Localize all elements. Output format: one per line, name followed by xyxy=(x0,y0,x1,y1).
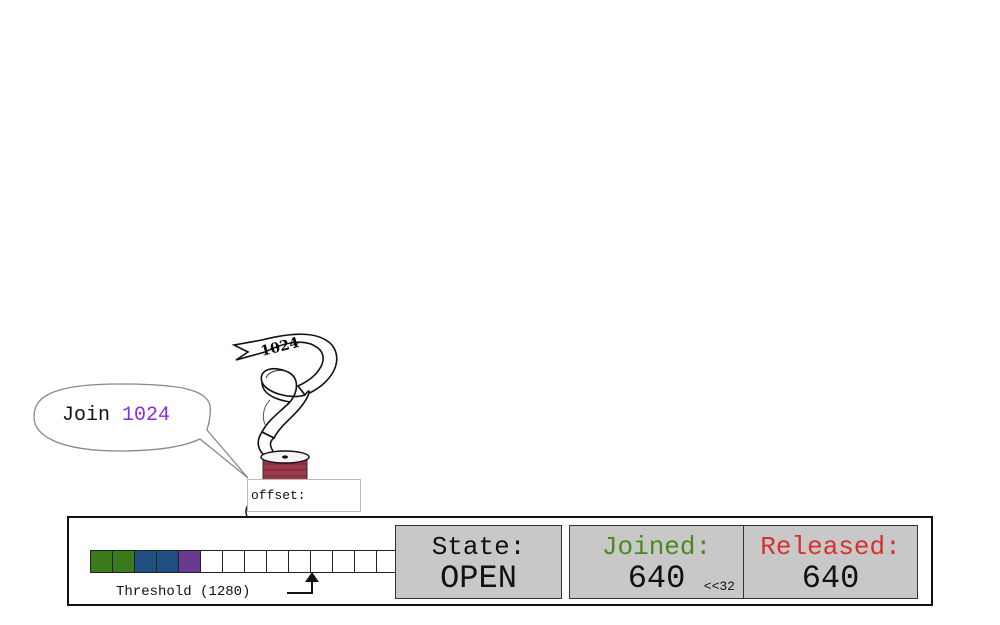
released-value: 640 xyxy=(801,560,860,597)
offset-label: offset: xyxy=(247,479,361,512)
state-box: State: OPEN xyxy=(395,525,562,599)
buffer-cells xyxy=(90,550,421,573)
speech-bubble-shape xyxy=(33,383,249,479)
joined-label: Joined: xyxy=(601,532,712,562)
buffer-cell xyxy=(134,550,157,573)
ribbon-number: 1024 xyxy=(259,335,301,360)
shift-note: <<32 xyxy=(703,579,735,594)
buffer-cell xyxy=(200,550,223,573)
buffer-cell xyxy=(266,550,289,573)
threshold-label: Threshold (1280) xyxy=(116,584,251,600)
join-amount: 1024 xyxy=(122,404,171,427)
buffer-cell xyxy=(332,550,355,573)
buffer-cell xyxy=(178,550,201,573)
join-label: Join xyxy=(62,404,111,427)
state-value: OPEN xyxy=(440,560,517,597)
buffer-cell xyxy=(288,550,311,573)
buffer-cell xyxy=(354,550,377,573)
status-panel: Threshold (1280) State: OPEN Joined: 640… xyxy=(67,516,933,606)
released-label: Released: xyxy=(760,532,901,562)
buffer-cell xyxy=(222,550,245,573)
buffer-cell xyxy=(310,550,333,573)
spool xyxy=(260,450,310,483)
joined-box: Joined: 640 <<32 xyxy=(569,525,744,599)
state-label: State: xyxy=(431,532,526,562)
buffer-cell xyxy=(112,550,135,573)
speech-bubble-text: Join 1024 xyxy=(62,404,170,427)
released-box: Released: 640 xyxy=(743,525,918,599)
buffer-cell xyxy=(90,550,113,573)
joined-value: 640 xyxy=(627,560,686,597)
buffer-cell xyxy=(244,550,267,573)
buffer-cell xyxy=(156,550,179,573)
ribbon xyxy=(231,333,338,459)
